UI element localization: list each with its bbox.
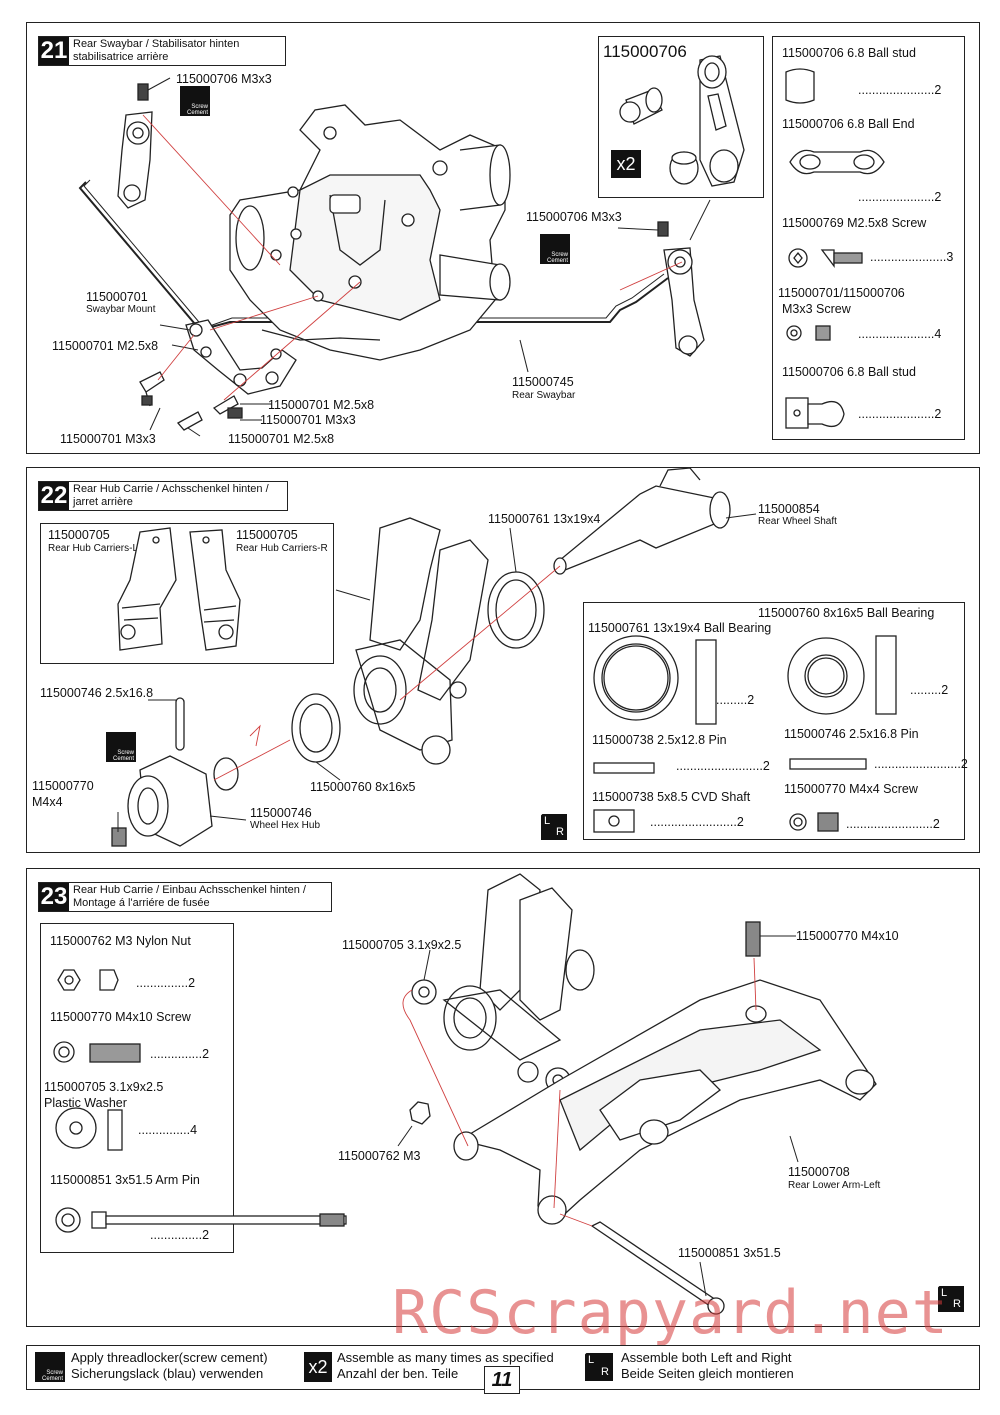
part-qty: ......................2 <box>858 407 942 421</box>
step-21-header: 21 Rear Swaybar / Stabilisator hinten st… <box>38 36 286 66</box>
part-name: 115000762 M3 Nylon Nut <box>50 934 191 948</box>
part-name: 115000706 6.8 Ball stud <box>782 365 916 379</box>
step-number: 21 <box>39 37 69 65</box>
label-hex-code: 115000746 <box>250 806 312 820</box>
part-qty: ...............2 <box>136 976 196 990</box>
carrier-r-name: Rear Hub Carriers-R <box>236 543 328 554</box>
hub-carrier-diagram <box>111 467 757 847</box>
part-name: 115000705 3.1x9x2.5 <box>44 1080 164 1094</box>
parts-list-22-icons <box>593 635 897 833</box>
label-m25x8-left: 115000701 M2.5x8 <box>52 339 159 353</box>
label-top-m3x3: 115000706 M3x3 <box>176 72 272 86</box>
legend-cement-text: Apply threadlocker(screw cement) Sicheru… <box>71 1350 268 1381</box>
step-23-header: 23 Rear Hub Carrie / Einbau Achsschenkel… <box>38 882 332 912</box>
step-22-header: 22 Rear Hub Carrie / Achsschenkel hinten… <box>38 481 288 511</box>
label-armpin: 115000851 3x51.5 <box>678 1246 781 1260</box>
label-mount-name: Swaybar Mount <box>86 304 156 315</box>
label-m3x3-bottom: 115000701 M3x3 <box>60 432 156 446</box>
label-shaft-code: 115000854 <box>758 502 820 516</box>
inset-ball-end-drawing <box>619 55 745 187</box>
label-screw: 115000770 M4x10 <box>796 929 899 943</box>
swaybar-diagram <box>78 77 711 437</box>
screw-cement-icon: Screw Cement <box>35 1352 65 1382</box>
part-qty: .........2 <box>910 683 949 697</box>
qty-x2-icon: x2 <box>304 1352 332 1382</box>
part-qty: ...............2 <box>150 1228 210 1242</box>
step-title: Rear Hub Carrie / Achsschenkel hinten / … <box>73 483 269 508</box>
step-number: 22 <box>39 482 69 510</box>
part-name: 115000761 13x19x4 Ball Bearing <box>588 621 772 635</box>
label-m25x8-mid: 115000701 M2.5x8 <box>268 398 375 412</box>
carrier-r-code: 115000705 <box>236 528 298 542</box>
part-qty: ......................3 <box>870 250 954 264</box>
part-qty: ...............2 <box>150 1047 210 1061</box>
part-qty: .........................2 <box>846 817 940 831</box>
part-name: 115000851 3x51.5 Arm Pin <box>50 1173 200 1187</box>
step-number: 23 <box>39 883 69 911</box>
label-swaybar-name: Rear Swaybar <box>512 390 576 401</box>
label-mount-code: 115000701 <box>86 290 148 304</box>
label-arm-code: 115000708 <box>788 1165 850 1179</box>
label-bearing-large: 115000761 13x19x4 <box>488 512 601 526</box>
part-name: 115000770 M4x4 Screw <box>784 782 918 796</box>
screw-cement-icon: Screw Cement <box>540 234 570 264</box>
carrier-l-code: 115000705 <box>48 528 110 542</box>
hub-carriers-inset <box>40 523 334 664</box>
parts-list-23-icons <box>53 969 347 1233</box>
part-name-2: M3x3 Screw <box>782 302 851 316</box>
part-name: 115000769 M2.5x8 Screw <box>782 216 927 230</box>
part-qty: ...............4 <box>138 1123 198 1137</box>
step-title: Rear Hub Carrie / Einbau Achsschenkel hi… <box>73 884 306 909</box>
part-qty: .........................2 <box>676 759 770 773</box>
part-name-2: Plastic Washer <box>44 1096 127 1110</box>
label-shaft-name: Rear Wheel Shaft <box>758 516 837 527</box>
screw-cement-icon: Screw Cement <box>106 732 136 762</box>
step-title: Rear Swaybar / Stabilisator hinten stabi… <box>73 38 240 63</box>
inset-code: 115000706 <box>603 42 687 61</box>
part-name: 115000738 5x8.5 CVD Shaft <box>592 790 751 804</box>
label-swaybar-code: 115000745 <box>512 375 574 389</box>
label-washer: 115000705 3.1x9x2.5 <box>342 938 462 952</box>
part-name: 115000706 6.8 Ball End <box>782 117 915 131</box>
part-qty: .........................2 <box>874 757 968 771</box>
part-name: 115000746 2.5x16.8 Pin <box>784 727 919 741</box>
part-name: 115000760 8x16x5 Ball Bearing <box>758 606 935 620</box>
part-name: 115000701/115000706 <box>778 286 905 300</box>
part-name: 115000706 6.8 Ball stud <box>782 46 916 60</box>
legend-x2-text: Assemble as many times as specified Anza… <box>337 1350 554 1381</box>
label-screw-size: M4x4 <box>32 795 63 809</box>
lower-arm-diagram <box>397 873 877 1315</box>
part-qty: .........2 <box>716 693 755 707</box>
page-number: 11 <box>484 1366 520 1394</box>
label-pin: 115000746 2.5x16.8 <box>40 686 154 700</box>
legend-lr-text: Assemble both Left and Right Beide Seite… <box>621 1350 794 1381</box>
screw-cement-icon: Screw Cement <box>180 86 210 116</box>
watermark: RCScrapyard.net <box>392 1278 949 1348</box>
part-qty: ......................2 <box>858 190 942 204</box>
label-m3x3-mid: 115000701 M3x3 <box>260 413 356 427</box>
carrier-l-name: Rear Hub Carriers-L <box>48 543 139 554</box>
label-right-m3x3: 115000706 M3x3 <box>526 210 622 224</box>
label-hex-name: Wheel Hex Hub <box>250 820 321 831</box>
label-m25x8-bottom: 115000701 M2.5x8 <box>228 432 335 446</box>
label-arm-name: Rear Lower Arm-Left <box>788 1180 881 1191</box>
parts-list-21-icons <box>785 68 885 429</box>
label-nut: 115000762 M3 <box>338 1149 421 1163</box>
part-qty: ......................4 <box>858 327 942 341</box>
part-qty: .........................2 <box>650 815 744 829</box>
part-name: 115000738 2.5x12.8 Pin <box>592 733 727 747</box>
part-qty: ......................2 <box>858 83 942 97</box>
label-bearing-small: 115000760 8x16x5 <box>310 780 416 794</box>
part-name: 115000770 M4x10 Screw <box>50 1010 191 1024</box>
qty-x2-badge: x2 <box>611 150 641 178</box>
label-screw-code: 115000770 <box>32 779 94 793</box>
